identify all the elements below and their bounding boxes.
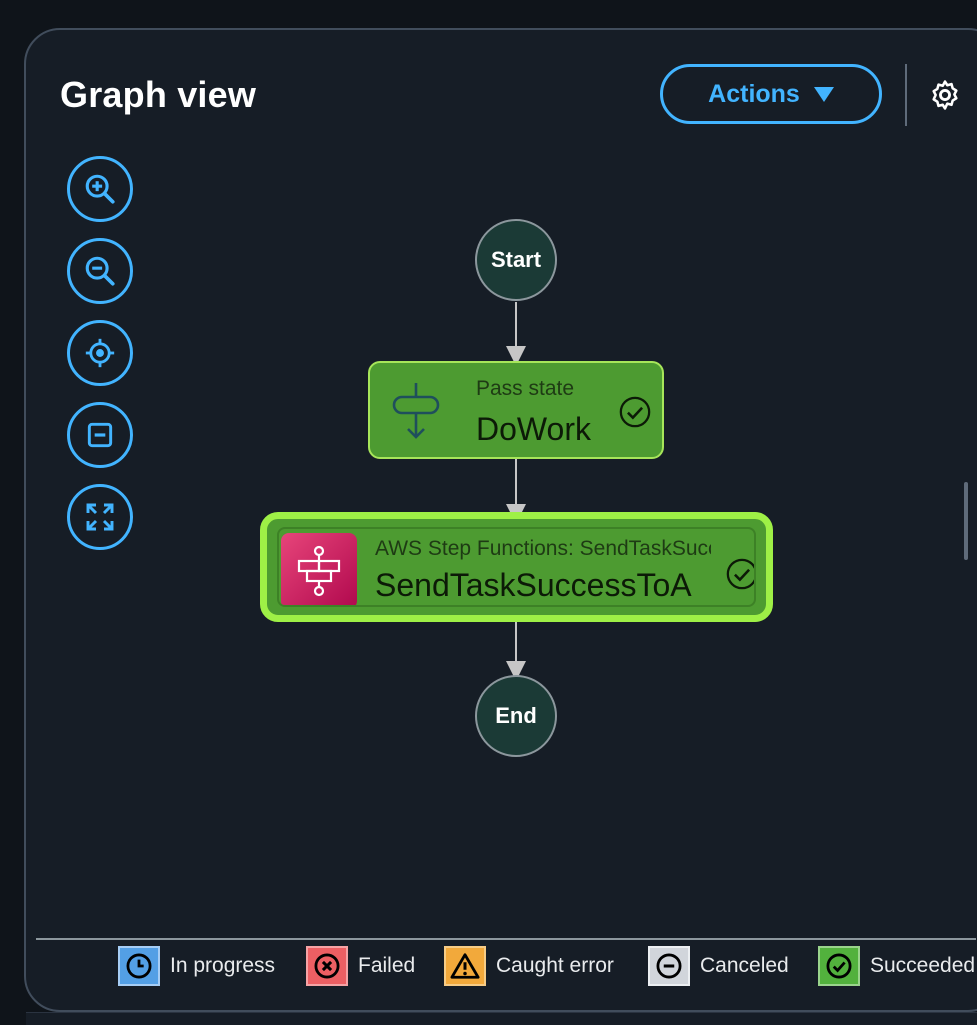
legend-item-caught-error: Caught error [444,946,614,986]
actions-label: Actions [708,79,800,108]
gear-icon[interactable] [928,78,962,117]
legend-item-failed: Failed [306,946,415,986]
check-circle-icon [619,396,651,428]
state-type-label: Pass state [476,377,575,400]
state-dowork[interactable]: Pass state DoWork [368,361,664,459]
check-circle-icon [726,558,754,590]
state-type-label: AWS Step Functions: SendTaskSuccess [375,537,711,560]
warning-icon [444,946,486,986]
legend-item-in-progress: In progress [118,946,275,986]
clock-icon [118,946,160,986]
check-circle-icon [818,946,860,986]
legend-item-canceled: Canceled [648,946,789,986]
expand-icon [86,503,114,531]
state-sendtasksuccess[interactable]: AWS Step Functions: SendTaskSuccess Send… [260,512,773,622]
step-functions-icon [281,533,357,605]
legend-item-succeeded: Succeeded [818,946,975,986]
crosshair-icon [85,338,115,368]
page-title: Graph view [60,74,257,115]
start-node[interactable]: Start [475,219,557,301]
pass-state-icon [392,383,440,439]
fit-to-screen-button[interactable] [67,484,133,550]
bottom-edge [26,1012,977,1025]
state-text-clip: AWS Step Functions: SendTaskSuccess Send… [375,529,711,605]
end-label: End [495,703,537,728]
start-label: Start [490,247,542,272]
end-node[interactable]: End [475,675,557,757]
zoom-out-button[interactable] [67,238,133,304]
minus-circle-icon [648,946,690,986]
zoom-in-icon [85,174,115,204]
state-name: SendTaskSuccessToA [375,567,692,603]
scrollbar-thumb[interactable] [964,482,968,560]
actions-button[interactable]: Actions [660,64,882,124]
toolbar-divider [905,64,907,126]
legend-divider [36,938,976,940]
caret-down-icon [813,86,834,102]
x-circle-icon [306,946,348,986]
collapse-button[interactable] [67,402,133,468]
center-button[interactable] [67,320,133,386]
state-sendtasksuccess-card: AWS Step Functions: SendTaskSuccess Send… [277,527,756,607]
zoom-out-icon [85,256,115,286]
zoom-in-button[interactable] [67,156,133,222]
minus-square-icon [87,422,113,448]
state-name: DoWork [476,411,591,447]
